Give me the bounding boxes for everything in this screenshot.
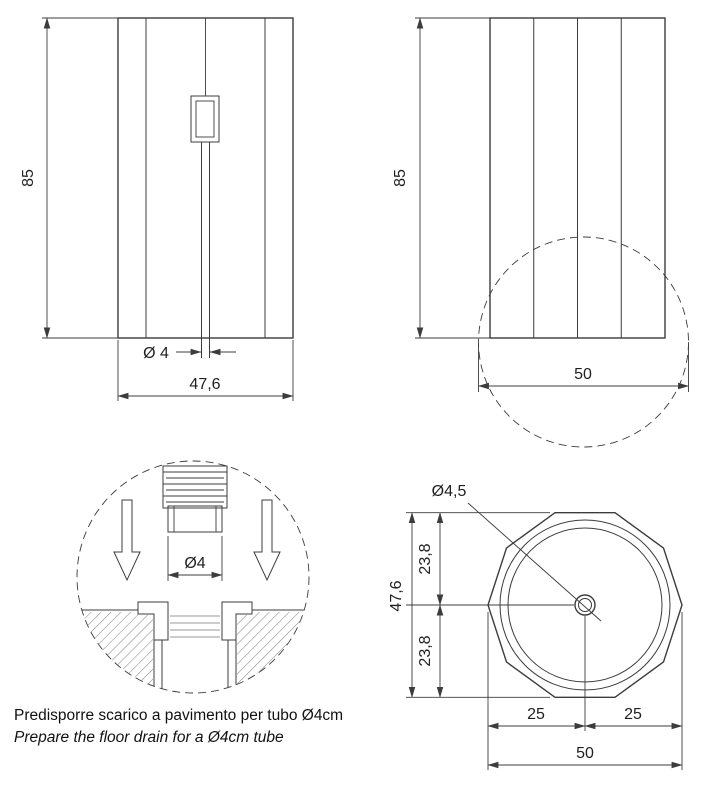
front-drain-fitting-inner bbox=[195, 100, 215, 138]
front-drain-dimension: Ø 4 bbox=[143, 345, 236, 362]
floor-hatch-left bbox=[77, 612, 153, 693]
detail-collar bbox=[167, 505, 223, 533]
side-detail-reference-circle bbox=[478, 236, 689, 448]
top-vertical-dimensions: 47,6 23,8 23,8 bbox=[388, 512, 550, 698]
side-height-dimension: 85 bbox=[392, 17, 490, 339]
notes: Predisporre scarico a pavimento per tubo… bbox=[14, 707, 343, 746]
top-view: Ø4,5 47,6 23,8 23,8 25 25 50 bbox=[388, 483, 683, 770]
top-half-height-bottom-label: 23,8 bbox=[417, 635, 434, 666]
top-drain-hole-outer bbox=[574, 594, 596, 616]
side-diameter-dimension: 50 bbox=[477, 344, 690, 392]
detail-tube-label: Ø4 bbox=[184, 555, 205, 572]
detail-ribbed-tube bbox=[162, 465, 228, 509]
down-arrow-right-icon bbox=[253, 499, 281, 582]
front-drain-fitting-outer bbox=[190, 95, 220, 143]
side-diameter-label: 50 bbox=[574, 366, 592, 383]
top-hole-dimension: Ø4,5 bbox=[432, 483, 602, 622]
top-hole-label: Ø4,5 bbox=[432, 483, 467, 500]
drain-pipe-walls bbox=[153, 640, 237, 693]
detail-boundary-circle bbox=[76, 460, 310, 694]
top-horizontal-dimensions: 25 25 50 bbox=[487, 612, 683, 770]
top-total-width-label: 50 bbox=[576, 745, 594, 762]
front-height-label: 85 bbox=[20, 169, 37, 187]
floor-hatch-right bbox=[237, 612, 309, 693]
detail-view: Ø4 bbox=[76, 460, 310, 694]
detail-floor-section bbox=[77, 601, 309, 693]
top-half-width-left-label: 25 bbox=[527, 706, 545, 723]
down-arrow-left-icon bbox=[113, 499, 141, 582]
front-width-label: 47,6 bbox=[189, 376, 220, 393]
side-view: 85 50 bbox=[392, 17, 690, 448]
front-height-dimension: 85 bbox=[20, 17, 118, 339]
detail-tube-dimension: Ø4 bbox=[167, 536, 223, 581]
top-drain-hole-inner bbox=[578, 598, 592, 612]
front-width-dimension: 47,6 bbox=[117, 340, 294, 401]
note-italian: Predisporre scarico a pavimento per tubo… bbox=[14, 707, 343, 724]
note-english: Prepare the floor drain for a Ø4cm tube bbox=[14, 729, 284, 746]
drain-threads bbox=[170, 615, 220, 638]
top-total-height-label: 47,6 bbox=[388, 580, 405, 611]
front-view: 85 47,6 Ø 4 bbox=[20, 17, 294, 401]
front-drain-label: Ø 4 bbox=[143, 345, 169, 362]
side-height-label: 85 bbox=[392, 169, 409, 187]
top-half-width-right-label: 25 bbox=[624, 706, 642, 723]
top-half-height-top-label: 23,8 bbox=[417, 543, 434, 574]
